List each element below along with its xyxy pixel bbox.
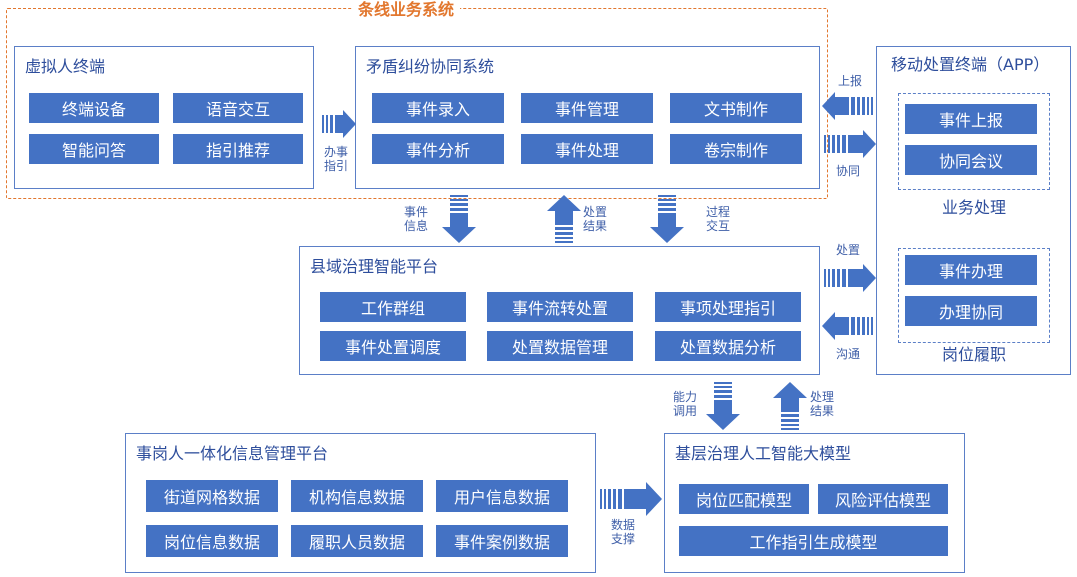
cooperate-arrow-label: 协同: [836, 164, 861, 178]
cooperate-arrow: [824, 130, 876, 158]
document-making-box: 文书制作: [670, 93, 802, 123]
event-flow-box: 事件流转处置: [487, 292, 633, 322]
voice-interaction-box: 语音交互: [173, 93, 303, 123]
duty-personnel-data-box: 履职人员数据: [291, 525, 423, 557]
dispose-arrow-label: 处置: [836, 243, 861, 257]
dossier-making-box: 卷宗制作: [670, 134, 802, 164]
virtual-terminal-panel: 虚拟人终端 终端设备 语音交互 智能问答 指引推荐: [14, 46, 314, 189]
event-analysis-box: 事件分析: [372, 134, 504, 164]
capability-arrow-label: 能力调用: [673, 390, 698, 418]
ai-model-panel: 基层治理人工智能大模型 岗位匹配模型 风险评估模型 工作指引生成模型: [664, 433, 965, 573]
mobile-terminal-panel: 移动处置终端（APP） 事件上报 协同会议 业务处理 事件办理 办理协同 岗位履…: [876, 46, 1071, 375]
ai-model-title: 基层治理人工智能大模型: [675, 444, 852, 463]
county-platform-panel: 县域治理智能平台 工作群组 事件流转处置 事项处理指引 事件处置调度 处置数据管…: [299, 246, 820, 375]
result-up-arrow: [547, 195, 581, 243]
dispatch-box: 事件处置调度: [320, 331, 466, 361]
disposal-data-analysis-box: 处置数据分析: [655, 331, 801, 361]
process-arrow-label: 过程交互: [706, 205, 731, 233]
result-up2-arrow: [773, 382, 807, 430]
communicate-arrow-label: 沟通: [836, 347, 861, 361]
event-handling-box: 事件处理: [521, 134, 653, 164]
terminal-device-box: 终端设备: [29, 93, 159, 123]
street-grid-data-box: 街道网格数据: [146, 480, 278, 512]
dispute-system-panel: 矛盾纠纷协同系统 事件录入 事件管理 文书制作 事件分析 事件处理 卷宗制作: [355, 46, 820, 189]
org-info-data-box: 机构信息数据: [291, 480, 423, 512]
event-info-arrow-label: 事件信息: [404, 205, 429, 233]
coop-meeting-box: 协同会议: [905, 145, 1037, 175]
dispute-system-title: 矛盾纠纷协同系统: [366, 57, 495, 76]
info-platform-panel: 事岗人一体化信息管理平台 街道网格数据 机构信息数据 用户信息数据 岗位信息数据…: [125, 433, 596, 573]
business-process-label: 业务处理: [941, 198, 1006, 217]
work-group-box: 工作群组: [320, 292, 466, 322]
post-info-data-box: 岗位信息数据: [146, 525, 278, 557]
business-dashed-group: [898, 93, 1050, 190]
info-platform-title: 事岗人一体化信息管理平台: [136, 444, 329, 463]
mobile-terminal-title: 移动处置终端（APP）: [891, 55, 1050, 74]
event-case-data-box: 事件案例数据: [436, 525, 568, 557]
county-platform-title: 县域治理智能平台: [310, 257, 439, 276]
communicate-arrow: [822, 312, 876, 340]
disposal-data-mgmt-box: 处置数据管理: [487, 331, 633, 361]
result-up-arrow-label: 处置结果: [583, 205, 608, 233]
capability-arrow: [706, 382, 740, 430]
item-guide-box: 事项处理指引: [655, 292, 801, 322]
dispose-arrow: [824, 264, 876, 292]
guide-recommend-box: 指引推荐: [173, 134, 303, 164]
virtual-terminal-title: 虚拟人终端: [25, 57, 106, 76]
duty-label: 岗位履职: [941, 345, 1006, 364]
guide-arrow-label: 办事指引: [324, 145, 349, 173]
risk-assessment-model-box: 风险评估模型: [818, 484, 948, 514]
data-support-arrow-label: 数据支撑: [611, 518, 636, 546]
event-info-arrow: [442, 195, 476, 243]
report-arrow: [822, 92, 876, 120]
smart-qa-box: 智能问答: [29, 134, 159, 164]
post-matching-model-box: 岗位匹配模型: [679, 484, 809, 514]
event-report-box: 事件上报: [905, 104, 1037, 134]
event-entry-box: 事件录入: [372, 93, 504, 123]
data-support-arrow: [600, 482, 662, 516]
event-handle-box: 事件办理: [905, 255, 1037, 285]
business-systems-frame-title: 条线业务系统: [352, 0, 461, 20]
handle-coop-box: 办理协同: [905, 296, 1037, 326]
event-management-box: 事件管理: [521, 93, 653, 123]
work-guide-model-box: 工作指引生成模型: [679, 526, 948, 556]
process-arrow: [650, 195, 684, 243]
duty-dashed-group: [898, 248, 1050, 343]
guide-arrow: [322, 110, 356, 138]
user-info-data-box: 用户信息数据: [436, 480, 568, 512]
report-arrow-label: 上报: [838, 74, 863, 88]
result-up2-arrow-label: 处理结果: [810, 390, 835, 418]
